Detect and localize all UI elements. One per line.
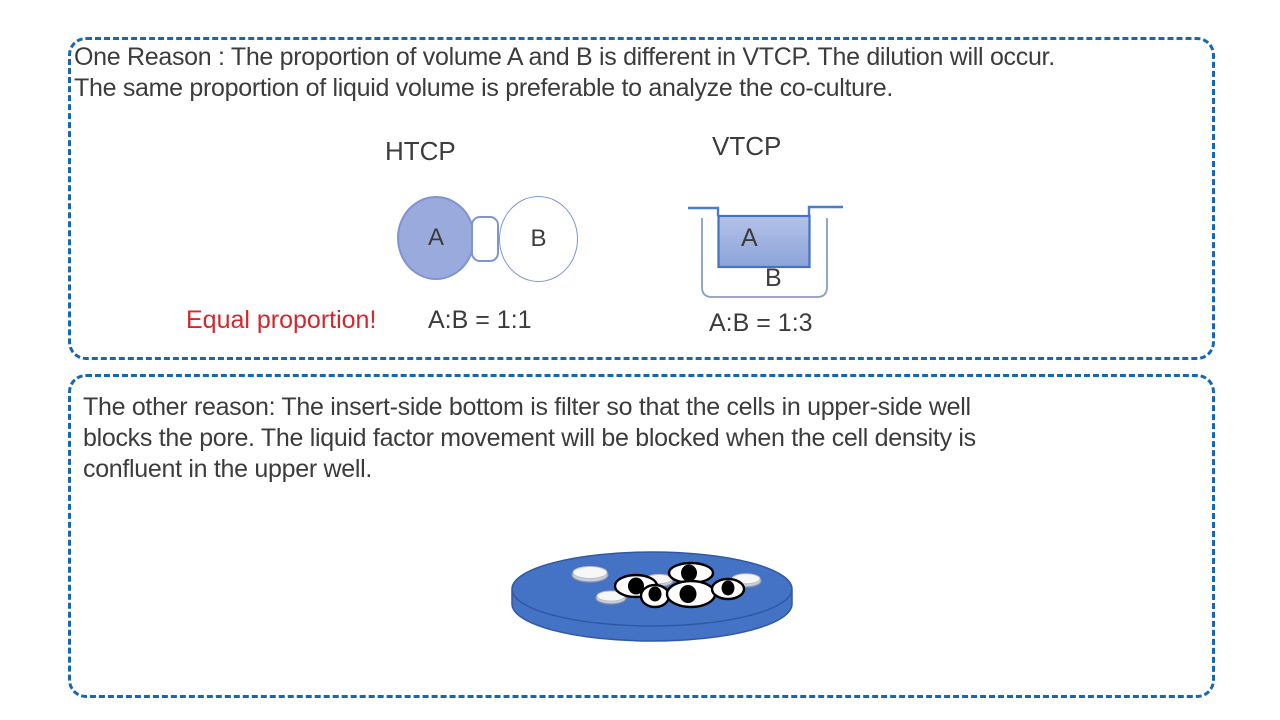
reason-2-text-line-2: blocks the pore. The liquid factor movem…	[83, 424, 976, 452]
vtcp-insert-right-flange	[807, 205, 843, 216]
cell-icon	[639, 583, 671, 609]
vtcp-well-diagram	[688, 205, 843, 298]
reason-2-box	[68, 374, 1215, 698]
reason-1-text-line-1: One Reason : The proportion of volume A …	[74, 43, 1055, 71]
reason-1-text-line-2: The same proportion of liquid volume is …	[74, 74, 894, 102]
htcp-circle-a: A	[397, 196, 475, 280]
reason-2-text-line-1: The other reason: The insert-side bottom…	[83, 393, 971, 421]
cell-icon	[710, 577, 746, 601]
htcp-ratio: A:B = 1:1	[428, 306, 532, 334]
vtcp-insert-left-flange	[688, 206, 720, 216]
equal-proportion-note: Equal proportion!	[186, 306, 377, 334]
htcp-circle-b-label: B	[530, 225, 547, 252]
htcp-circle-b: B	[499, 196, 578, 282]
htcp-circle-a-label: A	[427, 224, 444, 251]
vtcp-insert-label: A	[741, 224, 758, 252]
pore-icon	[571, 566, 609, 583]
vtcp-well-label: B	[765, 264, 782, 292]
petri-dish-illustration	[511, 551, 793, 642]
htcp-connector	[471, 216, 499, 262]
vtcp-title: VTCP	[712, 131, 782, 161]
cell-icon	[667, 561, 715, 585]
pore-icon	[595, 590, 627, 605]
vtcp-outer-well-outline	[701, 218, 828, 298]
reason-1-box	[68, 37, 1215, 360]
htcp-title: HTCP	[385, 136, 456, 166]
cell-icon	[665, 579, 717, 609]
vtcp-ratio: A:B = 1:3	[709, 309, 813, 337]
vtcp-insert-liquid	[717, 214, 811, 269]
reason-2-text-line-3: confluent in the upper well.	[83, 455, 373, 483]
